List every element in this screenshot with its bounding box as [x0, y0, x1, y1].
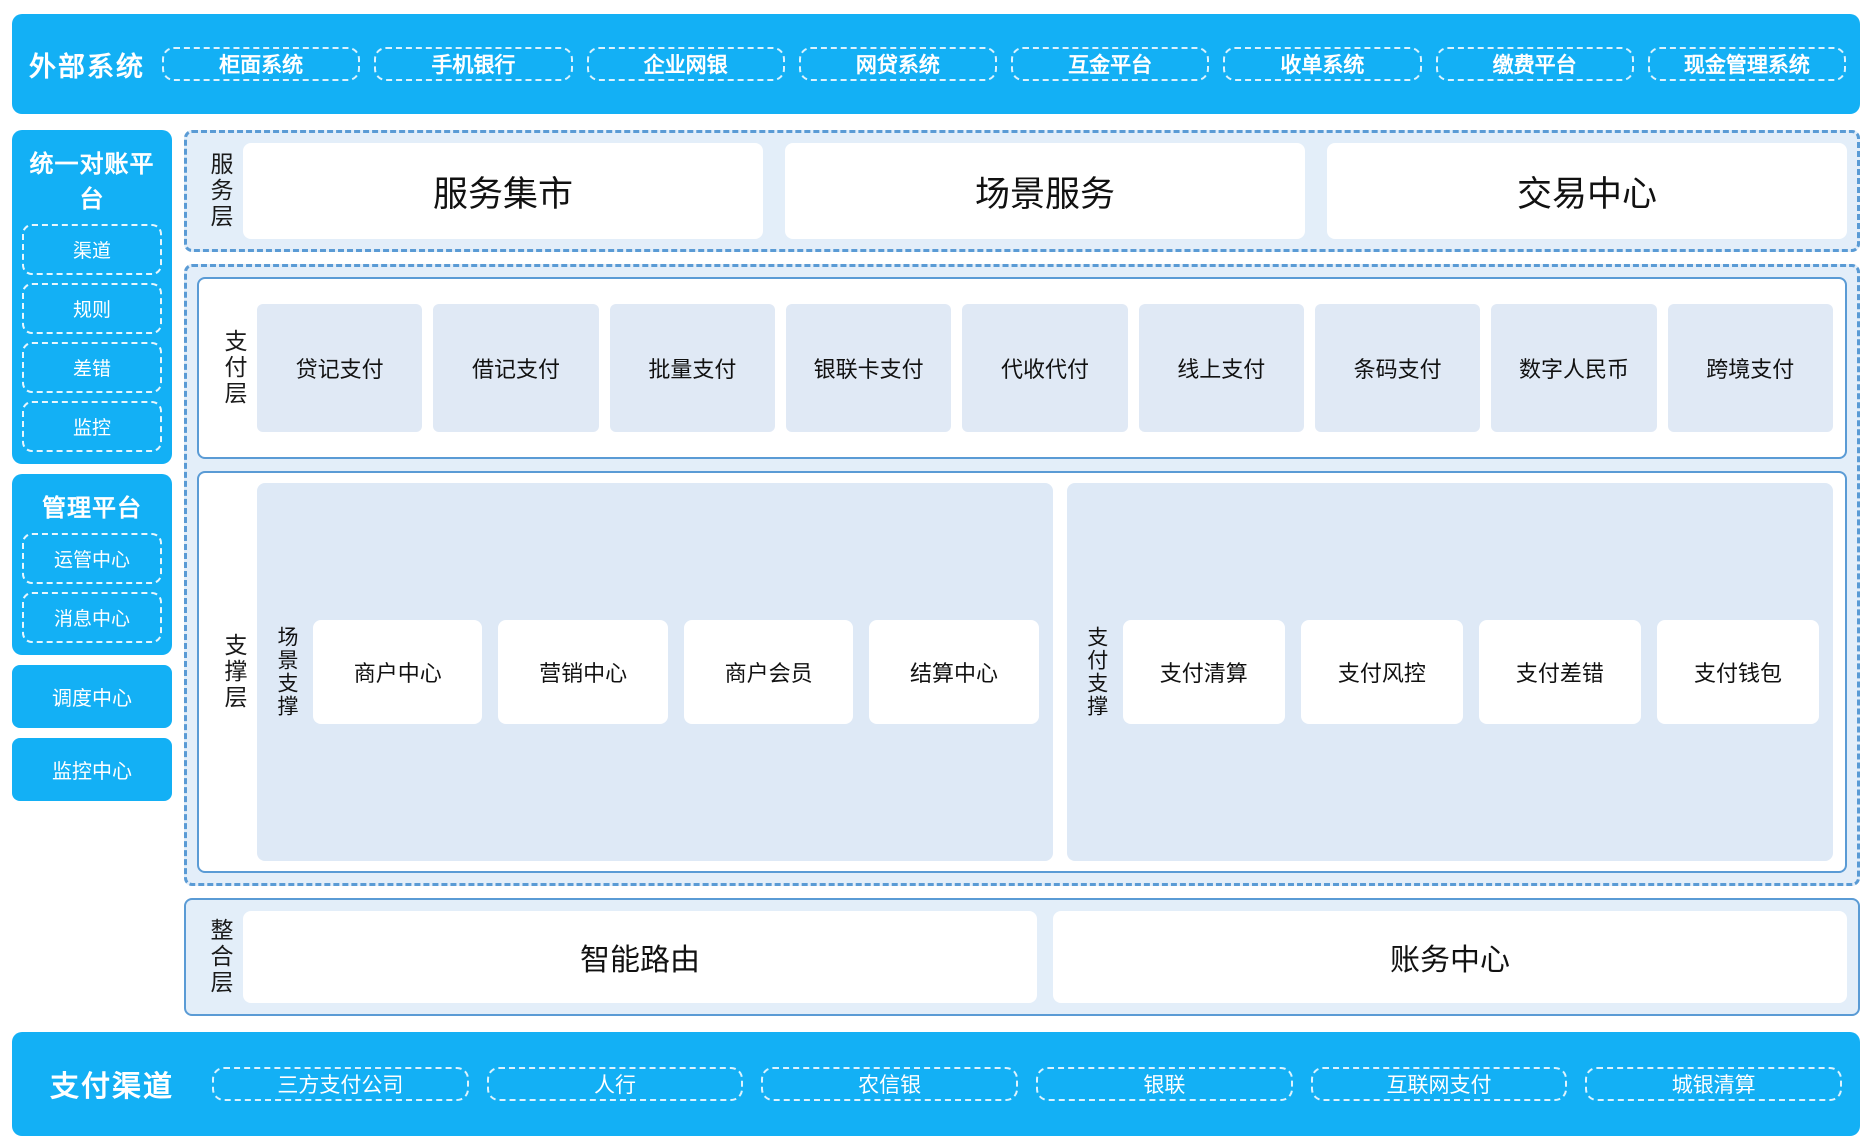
payment-cell-cross-border[interactable]: 跨境支付	[1667, 304, 1833, 432]
scene-support-label: 场景支撑	[275, 626, 298, 718]
support-cell-payment-wallet[interactable]: 支付钱包	[1656, 620, 1820, 724]
rail-item-rule[interactable]: 规则	[22, 283, 162, 334]
rail-item-error[interactable]: 差错	[22, 342, 162, 393]
payment-support-group: 支付支撑 支付清算 支付风控 支付差错 支付钱包	[1066, 483, 1833, 861]
channel-chip-third-party[interactable]: 三方支付公司	[212, 1067, 469, 1101]
service-card-marketplace[interactable]: 服务集市	[243, 143, 763, 239]
payment-cell-credit[interactable]: 贷记支付	[257, 304, 423, 432]
integration-card-accounting-center[interactable]: 账务中心	[1053, 911, 1847, 1003]
service-layer-items: 服务集市 场景服务 交易中心	[243, 143, 1847, 239]
payment-cell-batch[interactable]: 批量支付	[609, 304, 775, 432]
payment-cell-collection-payment[interactable]: 代收代付	[962, 304, 1128, 432]
external-system-chip-2[interactable]: 手机银行	[374, 47, 573, 81]
support-layer-groups: 场景支撑 商户中心 营销中心 商户会员 结算中心 支付支撑 支付清算	[257, 483, 1833, 861]
external-system-chip-3[interactable]: 企业网银	[586, 47, 785, 81]
support-cell-marketing-center[interactable]: 营销中心	[498, 620, 668, 724]
external-systems-items: 柜面系统 手机银行 企业网银 网贷系统 互金平台 收单系统 缴费平台 现金管理系…	[162, 27, 1846, 101]
rail-item-message-center[interactable]: 消息中心	[22, 592, 162, 643]
service-layer: 服务层 服务集市 场景服务 交易中心	[184, 130, 1860, 252]
payment-cell-debit[interactable]: 借记支付	[433, 304, 599, 432]
payment-cell-unionpay-card[interactable]: 银联卡支付	[785, 304, 952, 432]
service-card-scenario[interactable]: 场景服务	[785, 143, 1305, 239]
rail-item-monitor[interactable]: 监控	[22, 401, 162, 452]
external-system-chip-8[interactable]: 现金管理系统	[1647, 47, 1846, 81]
payment-layer-items: 贷记支付 借记支付 批量支付 银联卡支付 代收代付 线上支付 条码支付 数字人民…	[257, 304, 1833, 432]
service-card-transaction[interactable]: 交易中心	[1327, 143, 1847, 239]
payment-channel-bar: 支付渠道 三方支付公司 人行 农信银 银联 互联网支付 城银清算	[12, 1032, 1860, 1136]
left-rail: 统一对账平台 渠道 规则 差错 监控 管理平台 运管中心 消息中心 调度中心 监…	[12, 130, 172, 1016]
payment-cell-barcode[interactable]: 条码支付	[1314, 304, 1481, 432]
rail-item-channel[interactable]: 渠道	[22, 224, 162, 275]
external-system-chip-7[interactable]: 缴费平台	[1435, 47, 1634, 81]
external-systems-bar: 外部系统 柜面系统 手机银行 企业网银 网贷系统 互金平台 收单系统 缴费平台 …	[12, 14, 1860, 114]
core-layers-box: 支付层 贷记支付 借记支付 批量支付 银联卡支付 代收代付 线上支付 条码支付 …	[184, 264, 1860, 886]
external-system-chip-1[interactable]: 柜面系统	[162, 47, 361, 81]
external-system-chip-5[interactable]: 互金平台	[1011, 47, 1210, 81]
middle-region: 统一对账平台 渠道 规则 差错 监控 管理平台 运管中心 消息中心 调度中心 监…	[12, 130, 1860, 1016]
rail-item-monitoring-center[interactable]: 监控中心	[12, 738, 172, 801]
payment-support-items: 支付清算 支付风控 支付差错 支付钱包	[1122, 620, 1820, 724]
support-cell-settlement-center[interactable]: 结算中心	[869, 620, 1039, 724]
support-cell-merchant-center[interactable]: 商户中心	[313, 620, 483, 724]
reconciliation-platform-title: 统一对账平台	[29, 151, 155, 213]
integration-layer-items: 智能路由 账务中心	[243, 911, 1847, 1003]
integration-card-smart-routing[interactable]: 智能路由	[243, 911, 1037, 1003]
scene-support-items: 商户中心 营销中心 商户会员 结算中心	[313, 620, 1039, 724]
payment-layer: 支付层 贷记支付 借记支付 批量支付 银联卡支付 代收代付 线上支付 条码支付 …	[197, 277, 1847, 459]
support-cell-merchant-member[interactable]: 商户会员	[683, 620, 854, 724]
integration-layer-label: 整合层	[207, 918, 233, 996]
payment-cell-online[interactable]: 线上支付	[1138, 304, 1304, 432]
support-cell-payment-error[interactable]: 支付差错	[1478, 620, 1641, 724]
management-platform-group: 管理平台 运管中心 消息中心	[12, 474, 172, 655]
rail-item-dispatch-center[interactable]: 调度中心	[12, 665, 172, 728]
layer-stack: 服务层 服务集市 场景服务 交易中心 支付层 贷记支付 借记支付 批量支付 银联…	[184, 130, 1860, 1016]
channel-chip-cityclearing[interactable]: 城银清算	[1585, 1067, 1843, 1101]
external-system-chip-6[interactable]: 收单系统	[1223, 47, 1422, 81]
integration-layer: 整合层 智能路由 账务中心	[184, 898, 1860, 1016]
external-systems-title: 外部系统	[29, 51, 145, 82]
rail-item-operations-center[interactable]: 运管中心	[22, 533, 162, 584]
payment-support-label: 支付支撑	[1084, 626, 1108, 718]
support-cell-payment-riskcontrol[interactable]: 支付风控	[1300, 620, 1463, 724]
service-layer-label: 服务层	[207, 152, 233, 230]
payment-channel-items: 三方支付公司 人行 农信银 银联 互联网支付 城银清算	[212, 1041, 1843, 1127]
scene-support-group: 场景支撑 商户中心 营销中心 商户会员 结算中心	[257, 483, 1053, 861]
payment-cell-digital-rmb[interactable]: 数字人民币	[1491, 304, 1657, 432]
channel-chip-pboc[interactable]: 人行	[486, 1067, 744, 1101]
support-layer: 支撑层 场景支撑 商户中心 营销中心 商户会员 结算中心	[197, 471, 1847, 873]
reconciliation-platform-group: 统一对账平台 渠道 规则 差错 监控	[12, 130, 172, 464]
channel-chip-internet-payment[interactable]: 互联网支付	[1310, 1067, 1568, 1101]
payment-channel-title: 支付渠道	[49, 1071, 174, 1103]
external-system-chip-4[interactable]: 网贷系统	[798, 47, 997, 81]
support-cell-payment-clearing[interactable]: 支付清算	[1122, 620, 1285, 724]
channel-chip-unionpay[interactable]: 银联	[1036, 1067, 1293, 1101]
support-layer-label: 支撑层	[221, 633, 247, 711]
payment-layer-label: 支付层	[221, 329, 247, 407]
management-platform-title: 管理平台	[42, 495, 142, 522]
channel-chip-rcbank[interactable]: 农信银	[761, 1067, 1019, 1101]
